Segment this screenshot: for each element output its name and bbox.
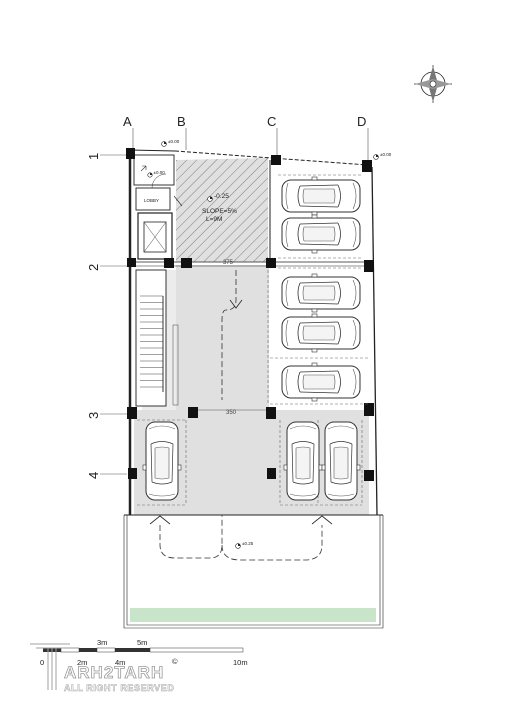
- level-text-lobby: ±0.00: [154, 170, 166, 175]
- column-grid-labels: A B C D: [123, 114, 366, 129]
- ramp-slope-label: SLOPE=5%: [202, 208, 237, 215]
- watermark-brand: ARH2TARH: [64, 663, 164, 682]
- lobby-label: LOBBY: [144, 198, 159, 203]
- car-4: [281, 313, 361, 353]
- level-marker-top-right: ±0.00: [373, 152, 392, 160]
- car-7: [283, 421, 323, 501]
- car-3: [281, 273, 361, 313]
- grid-label-c: C: [267, 114, 276, 129]
- structural-columns: [126, 148, 374, 481]
- lobby-room: [135, 187, 171, 211]
- scale-label-0: 0: [40, 658, 44, 667]
- dimension-350: 350: [226, 410, 237, 416]
- stair-core: [135, 269, 167, 407]
- arrow-heads: [149, 299, 333, 525]
- scale-label-5m: 5m: [137, 638, 147, 647]
- scale-label-3m: 3m: [97, 638, 107, 647]
- grid-label-4: 4: [86, 472, 101, 479]
- ramp-length-label: L=9M: [206, 216, 222, 223]
- grid-label-d: D: [357, 114, 366, 129]
- car-6: [142, 421, 182, 501]
- grid-label-b: B: [177, 114, 186, 129]
- level-marker-lobby: ±0.00: [147, 170, 166, 178]
- level-text-yard: ±0.25: [242, 541, 254, 546]
- north-arrow-icon: [414, 65, 452, 103]
- level-text-top-right: ±0.00: [380, 152, 392, 157]
- row-grid-labels: 1 2 3 4: [86, 153, 101, 479]
- core-block: LOBBY: [133, 154, 183, 407]
- level-marker-ramp: -0.25: [207, 193, 229, 202]
- level-text-top-left: ±0.00: [168, 139, 180, 144]
- car-5: [281, 362, 361, 402]
- car-1: [281, 176, 361, 216]
- grid-label-1: 1: [86, 153, 101, 160]
- scale-label-4m: 4m: [115, 658, 125, 667]
- level-marker-yard: ±0.25: [235, 541, 254, 549]
- grid-axes: [100, 128, 369, 475]
- traffic-arrows: [159, 270, 323, 561]
- level-markers: ±0.00 ±0.00 ±0.00 -0.25 ±0.25: [147, 139, 392, 549]
- watermark-registered: ©: [172, 657, 178, 666]
- car-8: [321, 421, 361, 501]
- dimension-lines: [192, 261, 266, 411]
- scale-label-10m: 10m: [233, 658, 248, 667]
- level-text-ramp: -0.25: [214, 193, 229, 200]
- watermark-tagline: ALL RIGHT RESERVED: [64, 683, 174, 693]
- car-2: [281, 214, 361, 254]
- level-marker-top-left: ±0.00: [161, 139, 180, 147]
- scale-label-2m: 2m: [77, 658, 87, 667]
- ramp-hatch: [176, 158, 268, 262]
- grid-label-a: A: [123, 114, 132, 129]
- watermark-logo: ARH2TARH © ALL RIGHT RESERVED: [30, 643, 178, 693]
- grid-label-3: 3: [86, 412, 101, 419]
- grid-label-2: 2: [86, 264, 101, 271]
- garden-strip: [130, 608, 376, 622]
- dimension-375: 375: [223, 260, 234, 266]
